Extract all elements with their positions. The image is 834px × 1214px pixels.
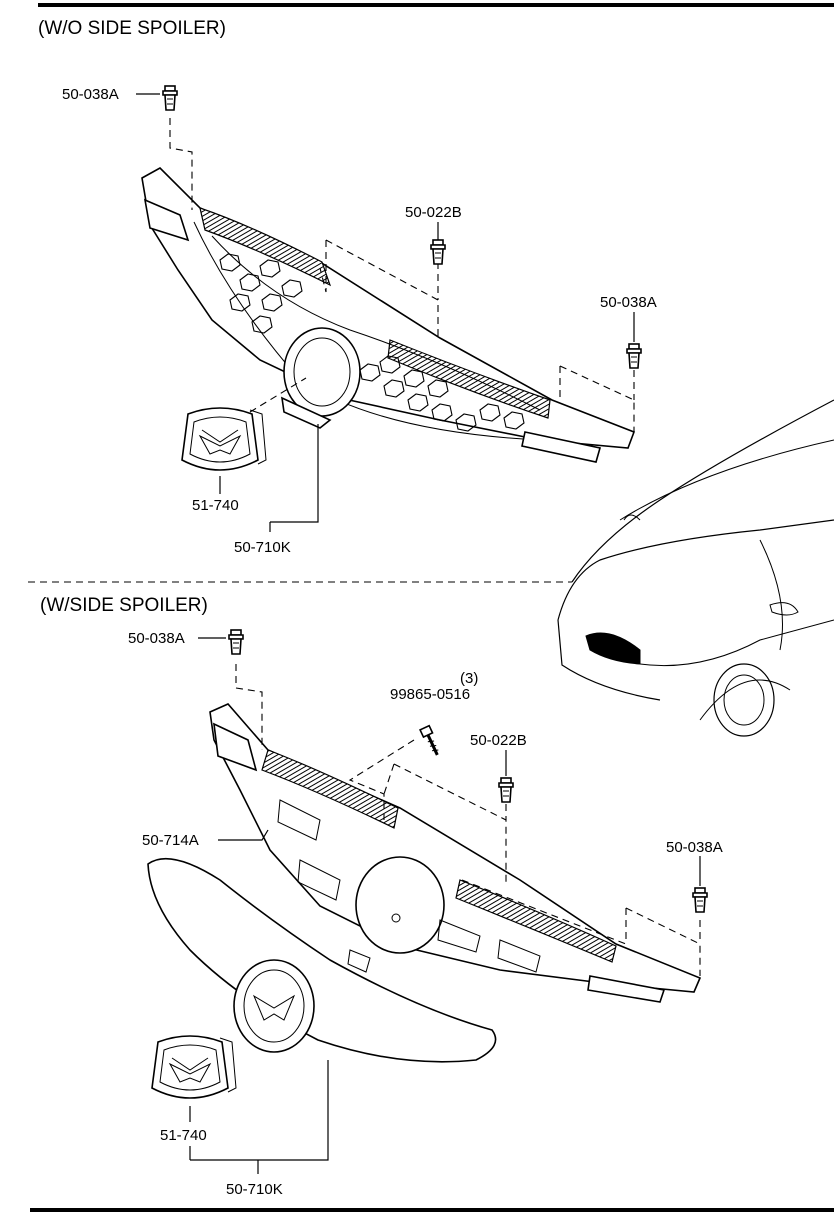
label-bottom-screw-qty: (3) [460,670,478,687]
top-clip-right-icon [626,343,642,369]
top-clip-center-icon [430,239,446,265]
bottom-clip-center-icon [498,777,514,803]
bottom-grille-cover [147,857,497,1063]
top-section-title: (W/O SIDE SPOILER) [38,18,226,39]
label-top-clip-left: 50-038A [62,86,119,103]
label-bottom-grille: 50-710K [226,1181,283,1198]
label-bottom-emblem: 51-740 [160,1127,207,1144]
label-top-clip-center: 50-022B [405,204,462,221]
bottom-grille-assembly [209,703,702,1003]
label-top-emblem: 51-740 [192,497,239,514]
label-bottom-bracket: 50-714A [142,832,199,849]
bottom-emblem-icon [151,1035,237,1099]
top-clip-left-icon [162,85,178,111]
bottom-clip-left-icon [228,629,244,655]
label-bottom-clip-left: 50-038A [128,630,185,647]
label-bottom-clip-center: 50-022B [470,732,527,749]
label-top-grille: 50-710K [234,539,291,556]
label-bottom-clip-right: 50-038A [666,839,723,856]
top-emblem-icon [181,407,267,471]
top-grille-assembly [141,167,636,463]
car-location-illustration [557,399,834,737]
bottom-section-title: (W/SIDE SPOILER) [40,595,208,616]
bottom-screw-icon [419,724,439,756]
label-bottom-screw: 99865-0516 [390,686,470,703]
label-top-clip-right: 50-038A [600,294,657,311]
bottom-clip-right-icon [692,887,708,913]
